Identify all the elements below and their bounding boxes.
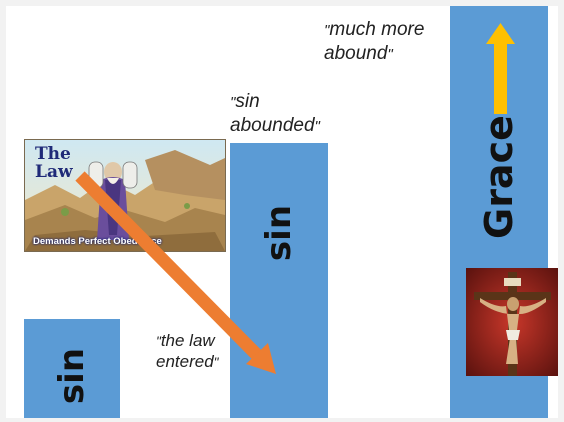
law-title-line1: The [35, 144, 71, 164]
orange-arrow-icon [75, 171, 276, 374]
quote-sin-abounded: "sin abounded" [230, 91, 320, 136]
quote-much-more-line1: much more [329, 19, 425, 40]
quote-sin-abounded-line1: sin [235, 91, 260, 112]
quote-sin-abounded-line2: abounded [230, 114, 315, 136]
arrows-layer [75, 23, 515, 374]
quote-law-entered-line1: the law [160, 331, 215, 350]
sin-bar-small [24, 319, 120, 418]
quote-law-entered-line2: entered [156, 352, 214, 372]
law-title: The Law [35, 144, 73, 182]
quote-much-more-abound: "much more abound" [324, 19, 425, 64]
law-picture: The Law Demands Perfect Obedience [24, 139, 226, 252]
crucifix-picture [466, 268, 558, 376]
moses-tablets-image [25, 140, 225, 251]
quote-law-entered: "the law entered" [156, 331, 219, 372]
crucifix-image [466, 268, 558, 376]
slide: sin sin Grace "much more abound" "sin ab… [6, 6, 558, 418]
law-caption: Demands Perfect Obedience [33, 236, 162, 247]
law-title-line2: Law [35, 161, 73, 182]
sin-bar-medium [230, 143, 328, 418]
quote-much-more-line2: abound [324, 42, 388, 64]
yellow-up-arrow-icon [486, 23, 515, 114]
